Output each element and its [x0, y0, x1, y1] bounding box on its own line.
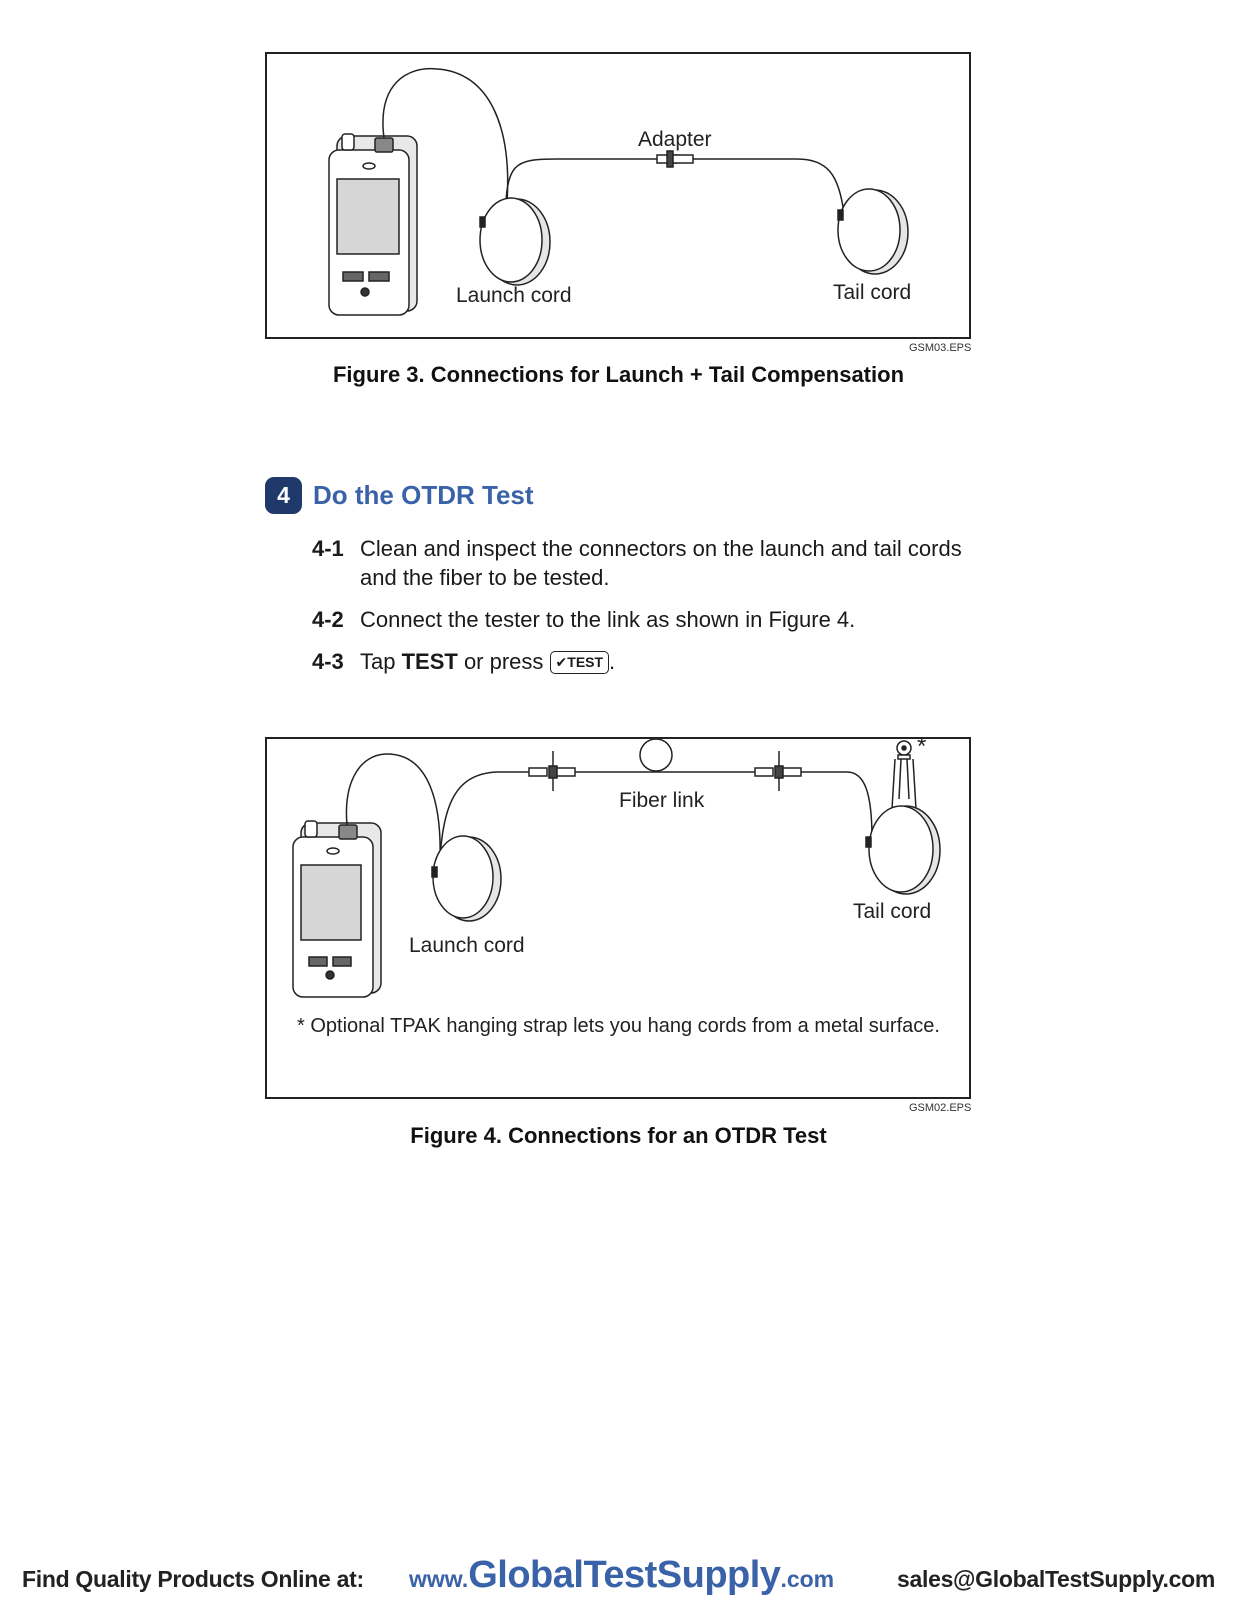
- tail-cord-spool: [865, 805, 941, 895]
- tail-cord-label: Tail cord: [853, 900, 932, 923]
- launch-cord-label: Launch cord: [456, 284, 572, 307]
- tester-device: [292, 820, 382, 998]
- adapter-connector: [656, 150, 694, 168]
- footer-banner: Find Quality Products Online at: www.Glo…: [0, 1554, 1237, 1600]
- strap-asterisk: *: [917, 733, 927, 760]
- bulkhead-connector: [754, 751, 802, 791]
- url-prefix: www.: [409, 1566, 469, 1592]
- adapter-label: Adapter: [638, 128, 712, 151]
- step-text-part: or press: [457, 649, 550, 674]
- launch-cord-spool: [431, 835, 502, 922]
- adapter-to-tail-fiber: [693, 158, 845, 215]
- step-text-part: .: [609, 649, 616, 674]
- footer-tagline: Find Quality Products Online at:: [22, 1566, 364, 1592]
- tail-cord-spool: [837, 188, 909, 275]
- fiber-link-label: Fiber link: [619, 789, 705, 812]
- figure-3-caption: Figure 3. Connections for Launch + Tail …: [332, 362, 905, 387]
- tester-device: [328, 133, 418, 316]
- figure-4-file-id: GSM02.EPS: [909, 1102, 972, 1114]
- step-number: 4-1: [312, 536, 344, 561]
- step-number-badge: 4: [265, 476, 302, 514]
- step-text: Tap TEST or press ✔TEST.: [360, 647, 992, 676]
- url-brand: GlobalTestSupply: [468, 1554, 781, 1596]
- step-item: 4-3 Tap TEST or press ✔TEST.: [312, 647, 992, 676]
- figure-4-caption: Figure 4. Connections for an OTDR Test: [410, 1123, 827, 1148]
- step-list: 4-1 Clean and inspect the connectors on …: [312, 534, 992, 689]
- footer-website-link[interactable]: www.GlobalTestSupply.com: [409, 1554, 834, 1597]
- link-to-tail-fiber: [801, 771, 873, 840]
- step-text-part: Tap: [360, 649, 402, 674]
- step-text: Connect the tester to the link as shown …: [360, 607, 856, 632]
- section-heading: 4 Do the OTDR Test: [265, 476, 534, 514]
- launch-cord-fiber: [345, 753, 441, 880]
- section-title: Do the OTDR Test: [313, 479, 534, 510]
- figure-4-diagram: [292, 739, 941, 998]
- launch-cord-spool: [479, 197, 551, 286]
- step-item: 4-2 Connect the tester to the link as sh…: [312, 605, 992, 634]
- step-number: 4-2: [312, 607, 344, 632]
- url-suffix: .com: [780, 1566, 835, 1592]
- step-text: Clean and inspect the connectors on the …: [360, 536, 962, 590]
- footer-email-link[interactable]: sales@GlobalTestSupply.com: [897, 1566, 1215, 1592]
- step-number: 4-3: [312, 649, 344, 674]
- figure-3-diagram: [328, 67, 909, 316]
- fiber-link-loop: [639, 739, 673, 772]
- test-keyword: TEST: [401, 649, 458, 674]
- bulkhead-connector: [528, 751, 576, 791]
- step-item: 4-1 Clean and inspect the connectors on …: [312, 534, 992, 592]
- strap-footnote: * Optional TPAK hanging strap lets you h…: [297, 1015, 940, 1037]
- tail-cord-label: Tail cord: [833, 281, 912, 304]
- tpak-hanging-strap-icon: [891, 740, 917, 810]
- figure-4-box: * Fiber link Launch cord Tail cord * Opt…: [265, 733, 971, 1099]
- figure-3-box: Adapter Launch cord Tail cord: [265, 52, 971, 339]
- figure-3-file-id: GSM03.EPS: [909, 342, 972, 354]
- test-key-icon: ✔TEST: [549, 651, 610, 674]
- launch-cord-fiber: [382, 67, 509, 225]
- launch-cord-label: Launch cord: [409, 934, 525, 957]
